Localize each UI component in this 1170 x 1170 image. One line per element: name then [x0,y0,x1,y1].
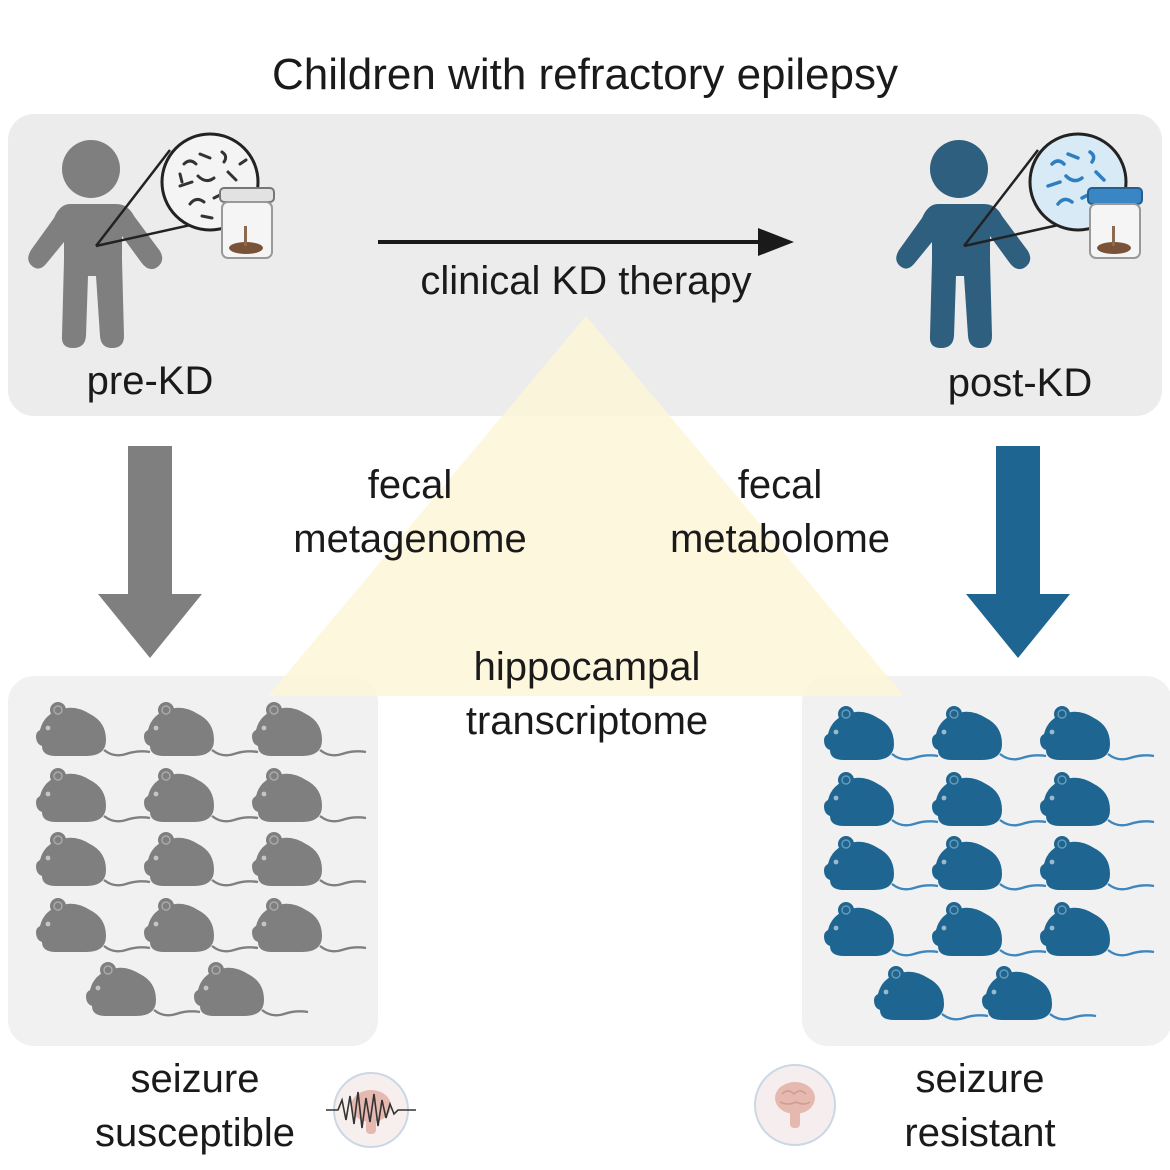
mouse-icon [144,768,259,823]
brain-icon [754,1064,836,1146]
mouse-icon [194,962,309,1017]
mouse-icon [144,832,259,887]
right-outcome-label-2: resistant [904,1111,1056,1155]
metagenome-label-1: fecal [367,463,453,507]
metabolome-label-2: metabolome [669,517,891,561]
mouse-icon [874,966,989,1021]
mouse-icon [824,706,939,761]
mouse-icon [932,706,1047,761]
transcriptome-label-1: hippocampal [473,645,701,689]
mouse-icon [36,898,151,953]
mouse-icon [1040,706,1155,761]
mouse-icon [1040,772,1155,827]
mouse-icon [36,702,151,757]
mouse-icon [144,898,259,953]
therapy-label: clinical KD therapy [420,259,752,303]
mouse-icon [36,832,151,887]
mouse-icon [252,768,367,823]
metagenome-label-2: metagenome [293,517,527,561]
mouse-icon [1040,902,1155,957]
therapy-arrow [378,228,794,256]
post-kd-label: post-KD [947,361,1093,405]
mouse-icon [982,966,1097,1021]
stool-sample-jar-icon [219,187,275,259]
transcriptome-label-2: transcriptome [465,699,709,743]
mouse-icon [252,702,367,757]
mouse-icon [36,768,151,823]
left-outcome-label-1: seizure [130,1057,260,1101]
right-outcome-label-1: seizure [915,1057,1045,1101]
pre-kd-label: pre-KD [86,359,214,403]
stool-sample-jar-icon [1087,187,1143,259]
metabolome-label-1: fecal [737,463,823,507]
mouse-icon [252,898,367,953]
post-down-arrow [966,446,1070,658]
mouse-icon [1040,836,1155,891]
figure-title: Children with refractory epilepsy [271,50,899,99]
mouse-icon [932,836,1047,891]
pre-down-arrow [98,446,202,658]
mouse-icon [144,702,259,757]
mouse-icon [932,902,1047,957]
mouse-icon [824,902,939,957]
mouse-icon [932,772,1047,827]
left-outcome-label-2: susceptible [94,1111,296,1155]
mouse-icon [824,836,939,891]
mouse-icon [252,832,367,887]
mouse-icon [86,962,201,1017]
eeg-wave-icon [326,1072,416,1148]
mouse-icon [824,772,939,827]
